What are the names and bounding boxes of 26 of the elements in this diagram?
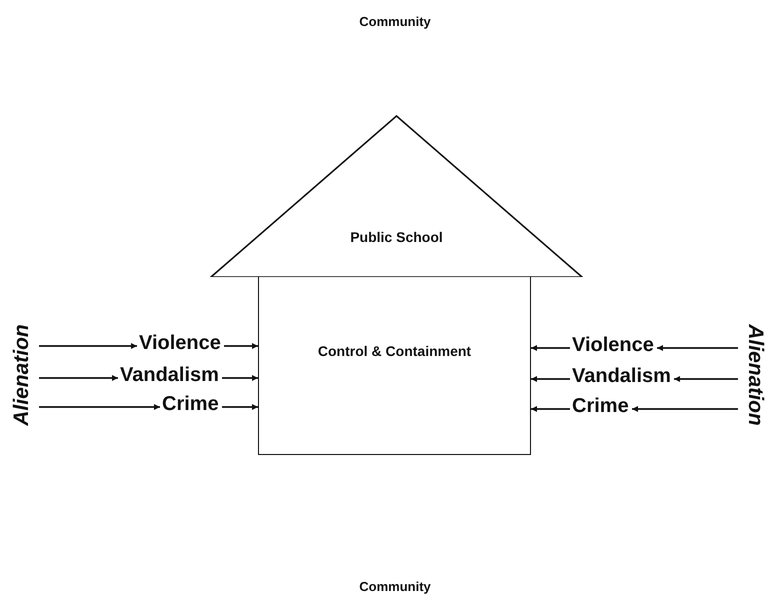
- arrow: [222, 404, 258, 410]
- word-label: Violence: [572, 334, 654, 357]
- arrow: [39, 375, 118, 381]
- word-label: Crime: [162, 393, 219, 416]
- arrow: [222, 375, 258, 381]
- arrow: [531, 376, 570, 382]
- node-title: Public School: [349, 229, 444, 245]
- word-label: Violence: [139, 332, 221, 355]
- arrow: [531, 406, 570, 412]
- vertical-label: Alienation: [743, 324, 765, 426]
- node-title: Control & Containment: [316, 343, 472, 359]
- arrow: [224, 343, 258, 349]
- arrow: [531, 345, 570, 351]
- arrow: [674, 376, 738, 382]
- community-label: Community: [359, 579, 431, 594]
- arrow: [39, 404, 160, 410]
- word-label: Crime: [572, 395, 629, 418]
- arrow: [657, 345, 738, 351]
- roof-triangle: [210, 115, 583, 277]
- vertical-label: Alienation: [10, 324, 34, 426]
- arrow: [39, 343, 137, 349]
- word-label: Vandalism: [120, 364, 219, 387]
- building-box: [258, 277, 531, 455]
- arrow: [632, 406, 738, 412]
- word-label: Vandalism: [572, 365, 671, 388]
- community-label: Community: [359, 14, 431, 29]
